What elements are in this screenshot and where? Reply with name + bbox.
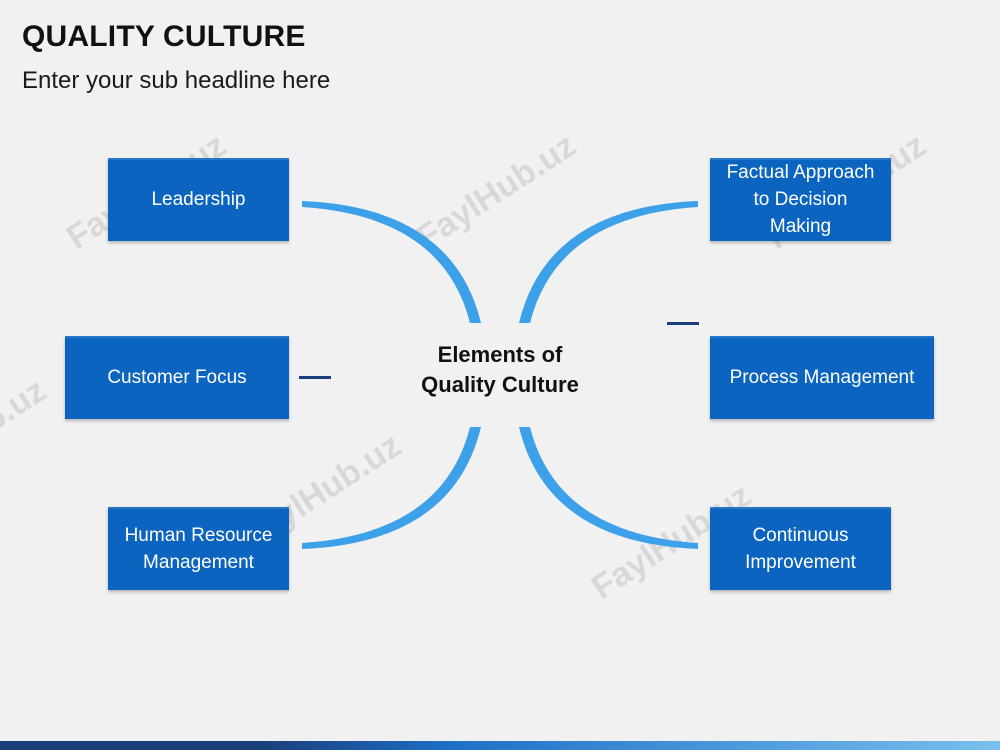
- node-factual-approach: Factual Approach to Decision Making: [710, 158, 891, 241]
- footer-bar: [0, 741, 1000, 750]
- dash-right: [667, 322, 699, 325]
- node-customer-focus-label: Customer Focus: [107, 367, 247, 388]
- arc-bottom-right: [519, 427, 698, 549]
- slide-title: QUALITY CULTURE: [22, 20, 306, 53]
- center-label: Elements of Quality Culture: [405, 340, 595, 400]
- node-factual-line1: Factual Approach: [726, 162, 875, 183]
- node-factual-line2: to Decision: [753, 189, 848, 210]
- node-human-resource-line1: Human Resource: [124, 524, 273, 546]
- node-human-resource-line2: Management: [143, 551, 254, 573]
- node-continuous-line1: Continuous: [752, 524, 849, 546]
- node-leadership: Leadership: [108, 158, 289, 241]
- node-leadership-label: Leadership: [151, 189, 246, 210]
- node-customer-focus: Customer Focus: [65, 336, 289, 419]
- arc-bottom-left: [302, 427, 481, 549]
- center-label-line1: Elements of: [437, 342, 563, 367]
- node-process-management: Process Management: [710, 336, 934, 419]
- arc-top-left: [302, 201, 481, 323]
- dash-left: [299, 376, 331, 379]
- node-process-management-label: Process Management: [729, 367, 915, 388]
- center-label-line2: Quality Culture: [421, 372, 579, 397]
- node-human-resource-management: Human Resource Management: [108, 507, 289, 590]
- node-continuous-line2: Improvement: [745, 551, 856, 573]
- arc-top-right: [519, 201, 698, 323]
- node-factual-line3: Making: [769, 216, 832, 237]
- node-continuous-improvement: Continuous Improvement: [710, 507, 891, 590]
- slide-subtitle: Enter your sub headline here: [22, 67, 331, 94]
